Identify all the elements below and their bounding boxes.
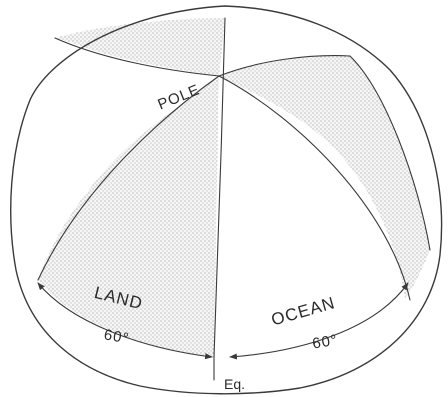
equator-label: Eq. <box>224 376 245 392</box>
upper-left-shaded-region <box>55 18 225 76</box>
ocean-shaded-region <box>219 56 430 298</box>
ocean-label: OCEAN <box>269 293 337 329</box>
land-shaded-region <box>38 76 219 357</box>
ocean-angle-label: 60° <box>311 331 339 352</box>
land-angle-label: 60° <box>103 326 131 347</box>
